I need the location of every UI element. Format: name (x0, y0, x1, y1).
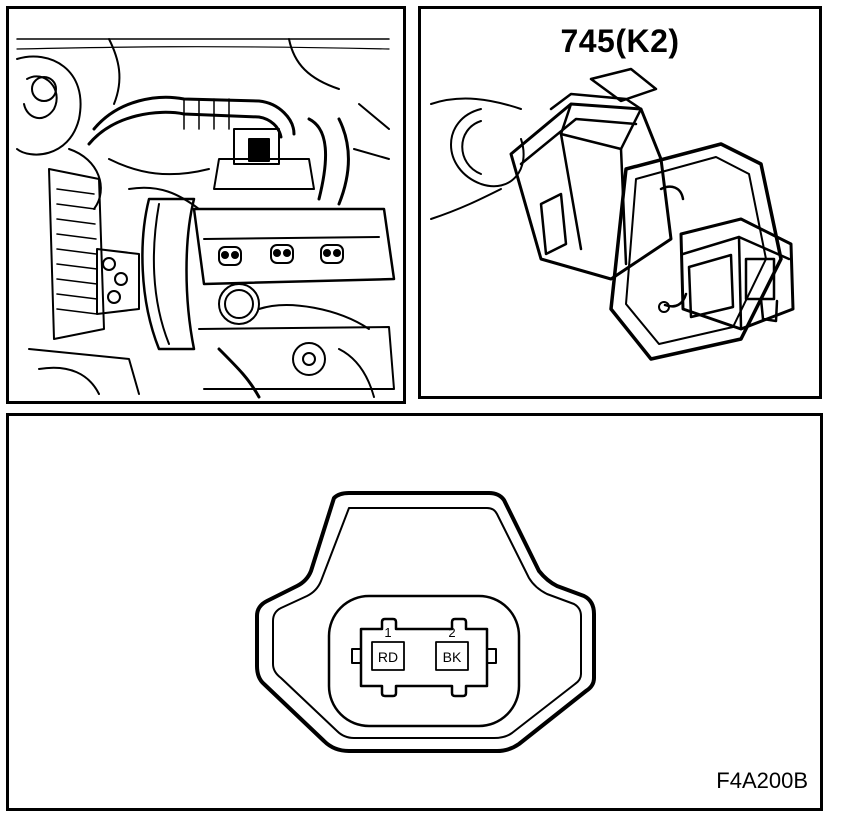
housing-outline (255, 491, 596, 753)
engine-bay-illustration (6, 6, 406, 404)
pin-2-cavity (435, 641, 469, 671)
connector-face-drawing: 1 2 RD BK (255, 491, 596, 753)
connector-title: 745(K2) (560, 23, 680, 59)
connector-perspective-drawing (430, 67, 795, 361)
connector-face-view: 1 2 RD BK F4A200B (6, 413, 823, 811)
insert-body (327, 594, 521, 728)
terminal-block (359, 617, 489, 698)
engine-bay-drawing (16, 38, 396, 399)
figure-code: F4A200B (716, 768, 808, 793)
pin-2-number: 2 (448, 625, 455, 640)
pin-1-wire-color: RD (378, 649, 398, 665)
housing-inner-outline (272, 507, 582, 739)
pin-1-number: 1 (384, 625, 391, 640)
connector-illustration: 745(K2) (418, 6, 822, 399)
pin-1-cavity (371, 641, 405, 671)
pin-2-wire-color: BK (443, 649, 462, 665)
